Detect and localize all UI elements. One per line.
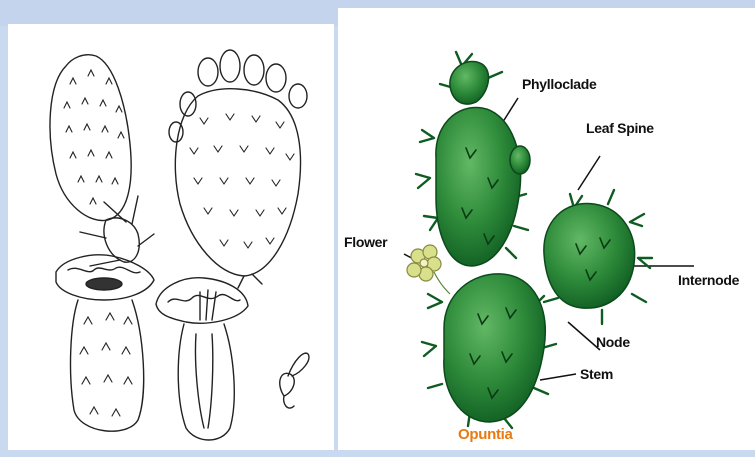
diagram-title: Opuntia (458, 426, 513, 443)
label-phylloclade: Phylloclade (522, 76, 597, 92)
flower-icon (407, 245, 450, 294)
diagram-panel: Phylloclade Leaf Spine Flower Internode … (338, 8, 755, 450)
cactus-flower-section-sketch-icon (156, 278, 248, 440)
phylloclade-pad-upper (436, 108, 521, 266)
sketch-panel (8, 24, 334, 450)
sketch-illustration (8, 24, 334, 450)
phylloclade-pad-small (450, 61, 489, 104)
bud (510, 146, 530, 174)
label-flower: Flower (344, 234, 387, 250)
label-stem: Stem (580, 366, 613, 382)
cactus-fruit-sketch-icon (169, 50, 307, 288)
internode-pad (544, 204, 635, 309)
cactus-seedling-sketch-icon (280, 353, 309, 408)
label-internode: Internode (678, 272, 739, 288)
opuntia-diagram (338, 8, 755, 450)
cactus-pad-sketch-icon (50, 55, 154, 266)
lower-pad (444, 274, 545, 422)
cactus-flower-sketch-icon (56, 255, 154, 431)
label-node: Node (596, 334, 630, 350)
label-leaf-spine: Leaf Spine (586, 120, 654, 136)
